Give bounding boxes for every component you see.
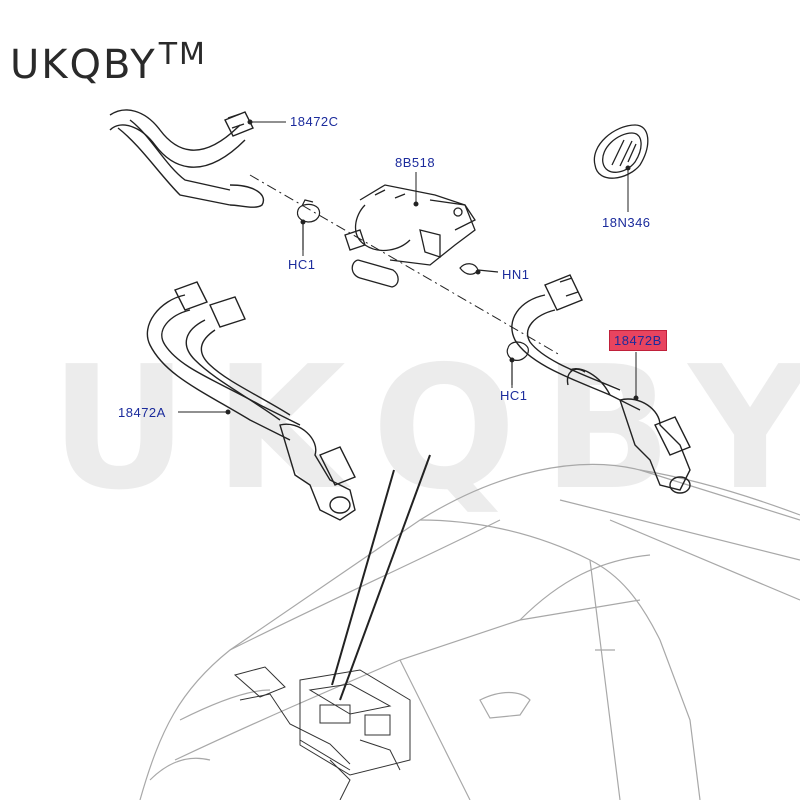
grommet-18n346 [593,124,649,179]
callout-hc1-top: HC1 [288,257,316,272]
callout-hc1-bottom: HC1 [500,388,528,403]
hose-18472c [109,109,265,208]
clip-hc1-bottom [506,341,529,385]
vehicle-outline [139,463,800,800]
brand-name: UKQBY [10,42,157,88]
pump-8b518 [344,184,476,288]
hvac-unit [233,666,411,800]
brand-trademark: TM [158,37,207,72]
leader-lines [178,119,639,415]
callout-18n346: 18N346 [602,215,651,230]
callout-hn1: HN1 [502,267,530,282]
clip-hc1-top [296,199,321,250]
pointer-lines [331,454,431,701]
hose-18472a [146,281,356,521]
brand-logo: UKQBYTM [10,37,207,88]
hose-18472b [511,274,691,494]
callout-18472c: 18472C [290,114,339,129]
callout-8b518: 8B518 [395,155,436,170]
watermark: UKQBY [50,330,800,528]
callout-18472a: 18472A [118,405,166,420]
callout-18472b-highlighted: 18472B [609,330,667,351]
